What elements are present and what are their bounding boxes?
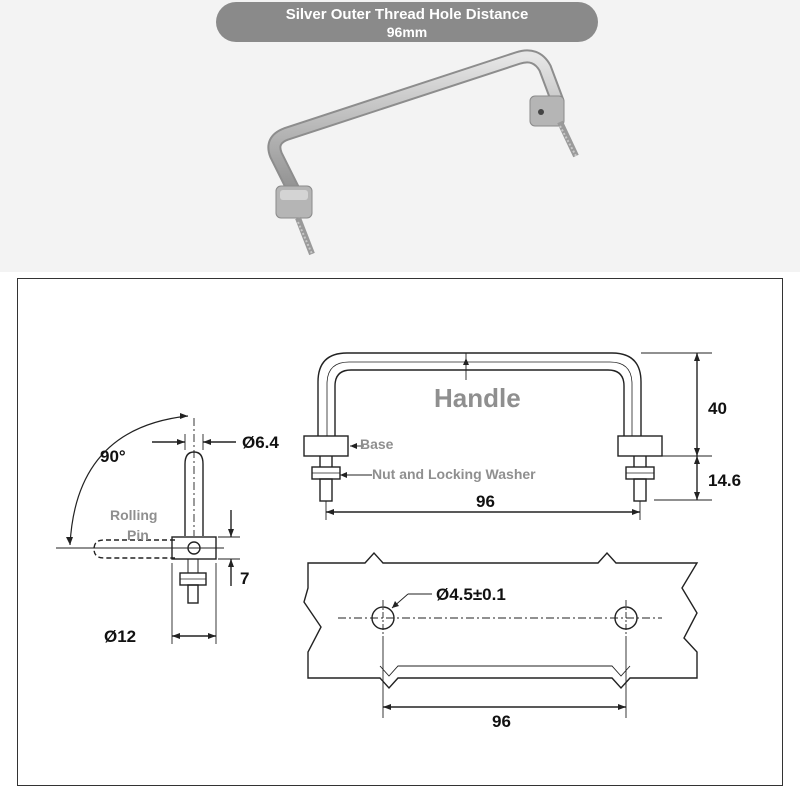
- front-base-right: [617, 435, 663, 457]
- angle-label: 90°: [100, 447, 126, 466]
- folded-rod-dashed: [93, 539, 175, 559]
- handle-rod: [269, 51, 562, 200]
- handle-outer: [317, 352, 642, 436]
- handle-label: Handle: [434, 383, 521, 413]
- title-banner: Silver Outer Thread Hole Distance 96mm: [216, 2, 598, 42]
- hole-diameter-label: Ø4.5±0.1: [436, 585, 506, 604]
- front-view: [303, 352, 712, 520]
- plate-arrows: [383, 601, 626, 710]
- right-base-photo: [529, 95, 579, 158]
- thread-length-label: 14.6: [708, 471, 741, 490]
- front-base-left: [303, 435, 349, 457]
- left-base-photo: [275, 185, 315, 256]
- title-line-1: Silver Outer Thread Hole Distance: [285, 6, 529, 23]
- plate-outline: [303, 551, 699, 690]
- side-view-arrows: [66, 413, 234, 639]
- base-diameter-label: Ø12: [104, 627, 136, 646]
- front-thread-right: [633, 478, 647, 502]
- product-photo-area: [0, 0, 800, 272]
- rolling-pin-label-2: Pin: [127, 527, 149, 543]
- technical-drawing-frame: [17, 278, 783, 786]
- rolling-pin-label-1: Rolling: [110, 507, 157, 523]
- base-label: Base: [360, 436, 394, 452]
- handle-product-photo: [267, 49, 579, 256]
- title-line-2: 96mm: [386, 24, 428, 40]
- handle-height-label: 40: [708, 399, 727, 418]
- nut-label: Nut and Locking Washer: [372, 466, 536, 482]
- plate-inner-edge: [379, 665, 631, 677]
- handle-inner: [334, 369, 625, 436]
- rod-diameter-label: Ø6.4: [242, 433, 279, 452]
- front-view-arrows: [326, 353, 700, 515]
- front-thread-left: [319, 478, 333, 502]
- side-thread: [187, 584, 199, 604]
- hole-distance-label: 96: [492, 712, 511, 731]
- handle-midline: [326, 361, 633, 436]
- angle-arc: [69, 415, 189, 546]
- mounting-plate-view: [303, 551, 699, 718]
- handle-width-label: 96: [476, 492, 495, 511]
- base-height-label: 7: [240, 569, 249, 588]
